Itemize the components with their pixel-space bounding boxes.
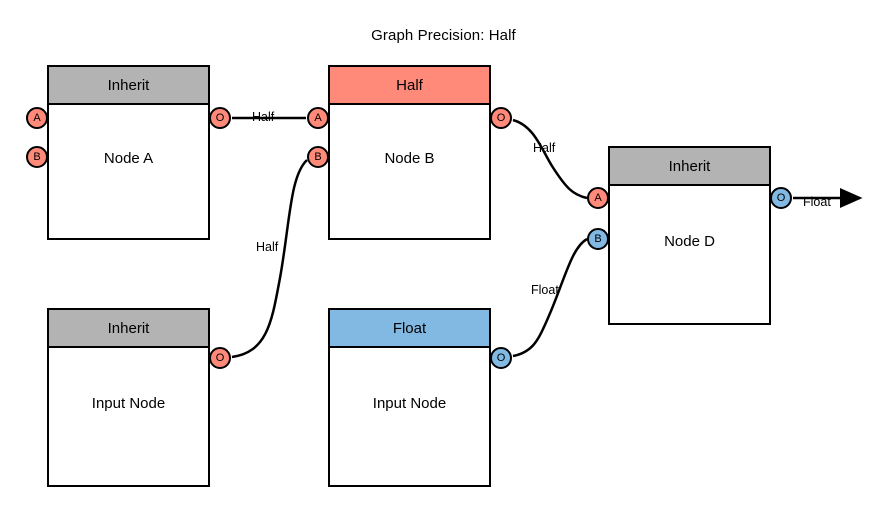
port-node-d-o[interactable]: O [770, 187, 792, 209]
port-label: O [215, 112, 225, 124]
node-body-label: Node B [384, 150, 435, 167]
edge-label-edge-inputleft-to-b: Half [256, 240, 279, 254]
node-header-label: Inherit [668, 157, 711, 175]
port-label: O [215, 352, 225, 364]
node-body-node-d: Node D [610, 186, 769, 322]
node-body-input-node-middle: Input Node [330, 348, 489, 484]
edge-label-edge-d-output: Float [803, 195, 831, 209]
node-header-input-node-left[interactable]: Inherit [49, 310, 208, 348]
port-node-d-a[interactable]: A [587, 187, 609, 209]
port-label: O [776, 192, 786, 204]
port-node-b-o[interactable]: O [490, 107, 512, 129]
node-header-node-d[interactable]: Inherit [610, 148, 769, 186]
node-body-node-b: Node B [330, 105, 489, 237]
node-header-node-b[interactable]: Half [330, 67, 489, 105]
port-label: B [594, 233, 602, 245]
node-header-label: Half [396, 76, 423, 94]
node-header-node-a[interactable]: Inherit [49, 67, 208, 105]
node-header-label: Float [392, 319, 427, 337]
port-label: B [33, 151, 41, 163]
node-body-label: Input Node [372, 395, 447, 412]
port-label: A [33, 112, 41, 124]
edge-edge-inputmiddle-to-d[interactable] [512, 237, 588, 358]
port-node-a-b[interactable]: B [26, 146, 48, 168]
node-header-label: Inherit [107, 319, 150, 337]
node-header-input-node-middle[interactable]: Float [330, 310, 489, 348]
port-node-d-b[interactable]: B [587, 228, 609, 250]
port-label: B [314, 151, 322, 163]
edge-label-edge-inputmiddle-to-d: Float [531, 283, 559, 297]
port-input-node-middle-o[interactable]: O [490, 347, 512, 369]
port-label: A [594, 192, 602, 204]
port-label: O [496, 112, 506, 124]
edge-edge-inputleft-to-b[interactable] [231, 159, 308, 359]
node-body-node-a: Node A [49, 105, 208, 237]
edge-edge-b-to-d[interactable] [512, 118, 588, 200]
port-node-b-a[interactable]: A [307, 107, 329, 129]
page-title: Graph Precision: Half [371, 27, 516, 44]
node-body-label: Node D [664, 233, 715, 250]
port-label: O [496, 352, 506, 364]
port-input-node-left-o[interactable]: O [209, 347, 231, 369]
edge-label-edge-b-to-d: Half [533, 141, 556, 155]
node-header-label: Inherit [107, 76, 150, 94]
port-node-a-o[interactable]: O [209, 107, 231, 129]
edge-label-edge-a-to-b: Half [252, 110, 275, 124]
port-label: A [314, 112, 322, 124]
port-node-a-a[interactable]: A [26, 107, 48, 129]
port-node-b-b[interactable]: B [307, 146, 329, 168]
node-body-input-node-left: Input Node [49, 348, 208, 484]
node-body-label: Input Node [91, 395, 166, 412]
node-body-label: Node A [103, 150, 154, 167]
